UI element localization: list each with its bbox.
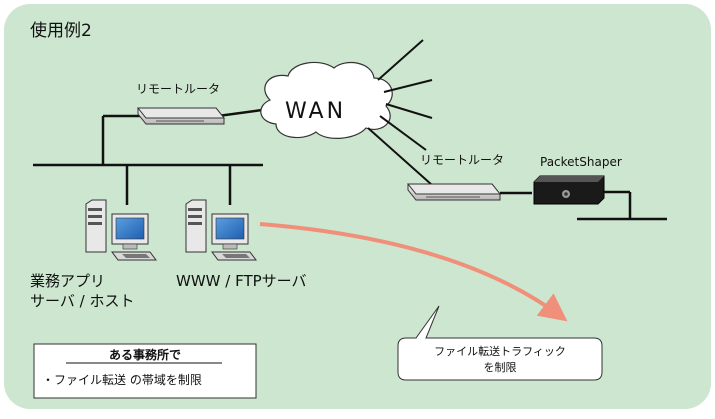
diagram-title: 使用例2	[30, 20, 92, 41]
server-left-icon	[85, 199, 157, 261]
wan-spokes	[367, 39, 433, 186]
callout-bubble	[397, 305, 603, 381]
server-left-label-line1: 業務アプリ	[30, 272, 105, 290]
traffic-arrow	[259, 222, 568, 322]
router-right-icon	[406, 183, 502, 201]
left-network-lines	[33, 108, 263, 205]
server-right-label: WWW / FTPサーバ	[176, 272, 307, 290]
packetshaper-icon	[533, 175, 605, 205]
office-box	[33, 343, 257, 399]
callout-line1: ファイル転送トラフィック	[434, 344, 566, 358]
wan-cloud	[260, 61, 393, 139]
router-right-label: リモートルータ	[420, 153, 504, 167]
server-left-label-line2: サーバ / ホスト	[30, 292, 134, 310]
wan-label: WAN	[285, 99, 346, 124]
right-network-lines	[577, 190, 667, 221]
packetshaper-label: PacketShaper	[540, 155, 622, 169]
router-left-icon	[136, 107, 226, 125]
callout-line2: を制限	[484, 361, 517, 374]
server-right-icon	[185, 199, 257, 261]
office-box-title: ある事務所で	[109, 347, 181, 362]
router-left-label: リモートルータ	[136, 82, 220, 96]
office-box-item: ・ファイル転送 の帯域を制限	[42, 372, 202, 387]
background-panel	[4, 4, 711, 409]
